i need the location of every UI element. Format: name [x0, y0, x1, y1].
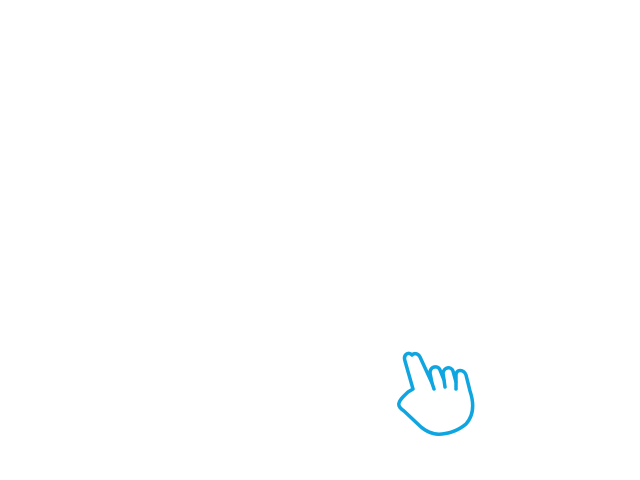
hand-pointer-icon	[394, 347, 478, 439]
hand-pointer-knuckle-1	[430, 381, 436, 391]
hand-pointer-outline	[397, 351, 475, 436]
hand-pointer-knuckle-2	[442, 378, 447, 389]
